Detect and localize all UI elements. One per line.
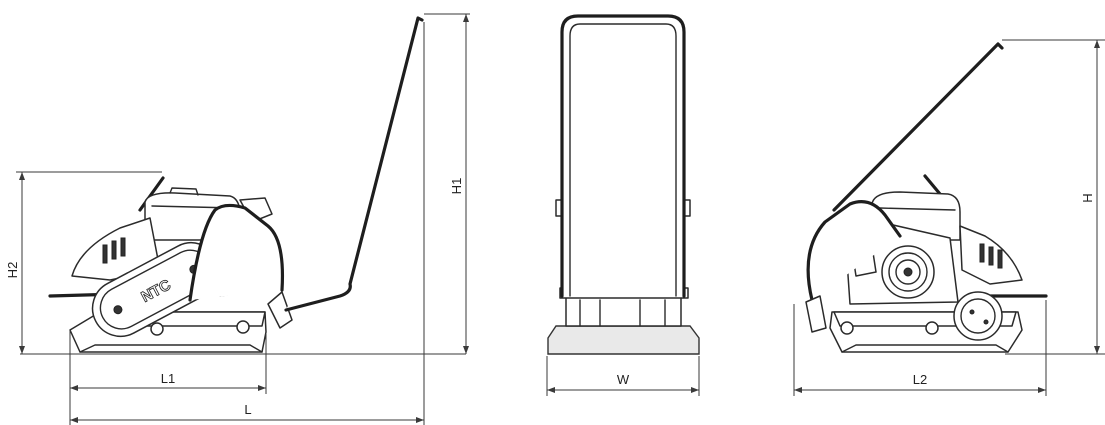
dimension-lines: H2 H1 L1 L W L2 H bbox=[5, 13, 1105, 425]
front-handle-inner bbox=[569, 23, 677, 297]
dim-label-l2: L2 bbox=[913, 372, 927, 387]
right-tank-line bbox=[879, 207, 956, 211]
left-side-view: NTC bbox=[48, 16, 424, 353]
front-base-frame bbox=[565, 295, 682, 327]
vent-slot bbox=[102, 244, 108, 264]
mount-bolt bbox=[150, 322, 164, 336]
exciter-bolt bbox=[969, 309, 975, 315]
guard-bolt bbox=[113, 305, 123, 315]
exciter-ring bbox=[960, 298, 996, 334]
l1-extension bbox=[69, 330, 267, 394]
dim-label-w: W bbox=[617, 372, 630, 387]
l2-extension bbox=[793, 300, 1047, 396]
flywheel-hub bbox=[903, 267, 913, 277]
right-operating-handle bbox=[832, 42, 1004, 212]
base-plate-edge bbox=[79, 344, 263, 353]
right-mount-bolt bbox=[840, 321, 854, 335]
dim-label-l1: L1 bbox=[161, 371, 175, 386]
right-vent-slot bbox=[988, 246, 994, 266]
dim-label-h2: H2 bbox=[5, 262, 20, 279]
operating-handle bbox=[284, 16, 424, 312]
front-frame-ribs bbox=[579, 299, 666, 327]
dim-label-l: L bbox=[244, 402, 251, 417]
exciter-bolt bbox=[983, 319, 989, 325]
tank-cap bbox=[169, 187, 199, 196]
right-base-edge bbox=[841, 344, 1009, 353]
right-vent-slot bbox=[997, 249, 1003, 269]
mount-bolt bbox=[236, 320, 250, 334]
top-lift-bar bbox=[138, 176, 165, 212]
right-engine-frame bbox=[806, 200, 902, 302]
flywheel-ring bbox=[895, 259, 921, 285]
vent-slot bbox=[120, 237, 126, 257]
front-base-plate bbox=[547, 325, 700, 355]
l-extension bbox=[69, 22, 425, 425]
front-handle-frame bbox=[560, 14, 686, 298]
right-side-view bbox=[805, 42, 1048, 353]
flywheel-ring bbox=[888, 252, 928, 292]
vent-slot bbox=[111, 240, 117, 260]
handle-pivot bbox=[267, 291, 293, 329]
dim-label-h: H bbox=[1080, 193, 1095, 202]
right-mount-bolt bbox=[925, 321, 939, 335]
dim-label-h1: H1 bbox=[449, 178, 464, 195]
w-extension bbox=[546, 356, 700, 396]
front-view bbox=[547, 14, 700, 355]
engine-frame bbox=[188, 203, 285, 302]
right-vent-slot bbox=[979, 243, 985, 263]
right-handle-pivot bbox=[805, 295, 827, 333]
